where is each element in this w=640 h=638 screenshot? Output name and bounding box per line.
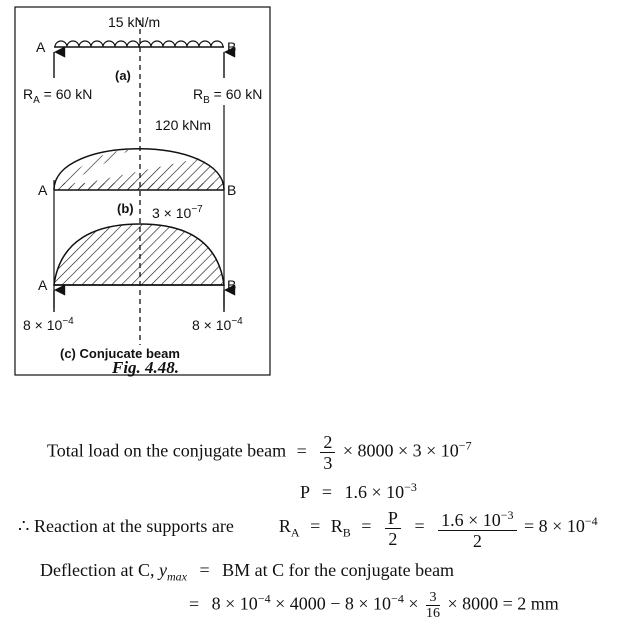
part-b-label: (b)	[117, 201, 134, 216]
eq2-lhs: P	[300, 482, 310, 502]
bm-max-label: 120 kNm	[155, 117, 211, 133]
conjugate-load-curve	[53, 223, 225, 286]
eq2-equals: =	[321, 482, 332, 502]
eq2-exp: −3	[404, 480, 417, 494]
load-label: 15 kN/m	[108, 14, 160, 30]
udl-load	[54, 40, 224, 48]
equation-deflection: Deflection at C, ymax = BM at C for the …	[40, 560, 455, 584]
label-b-mid: B	[227, 182, 236, 198]
label-a-mid: A	[38, 182, 48, 198]
eq4-rhs: BM at C for the conjugate beam	[222, 560, 455, 580]
eq1-equals: =	[296, 440, 307, 461]
right-reaction-label: 8 × 10−4	[192, 316, 243, 333]
equation-p: P = 1.6 × 10−3	[300, 480, 417, 503]
eq3-rb: R	[330, 516, 343, 537]
label-a-top: A	[36, 39, 46, 55]
label-b-top: B	[227, 39, 236, 55]
eq3-text: Reaction at the supports are	[33, 516, 234, 537]
eq3-ra: R	[278, 516, 291, 537]
eq5-result: × 8000 = 2 mm	[447, 593, 559, 614]
bm-hatch-area	[54, 150, 224, 190]
mei-max-label: 3 × 10−7	[152, 204, 203, 221]
eq1-lhs: Total load on the conjugate beam	[47, 440, 287, 461]
figure-frame	[14, 6, 271, 376]
equation-reactions: ∴ Reaction at the supports are RA = RB =…	[18, 505, 598, 552]
eq1-rest: × 8000 × 3 × 10	[342, 440, 459, 461]
eq4-lhs: Deflection at C,	[40, 560, 155, 580]
label-b-bot: B	[227, 277, 236, 293]
rb-label: RB = 60 kN	[193, 86, 262, 106]
bm-base-hatch	[54, 183, 224, 190]
eq1-exp: −7	[458, 438, 472, 453]
eq2-value: 1.6 × 10	[344, 482, 405, 502]
figure-caption: Fig. 4.48.	[112, 358, 180, 377]
eq3-result: = 8 × 10	[524, 516, 585, 537]
eq4-y: y	[158, 560, 167, 580]
left-reaction-label: 8 × 10−4	[23, 316, 74, 333]
part-c-label: (c) Conjucate beam	[60, 346, 180, 361]
ra-label: RA = 60 kN	[23, 86, 92, 106]
label-a-bot: A	[38, 277, 48, 293]
part-a-label: (a)	[115, 68, 131, 83]
beam-figure: 15 kN/m A B (a) RA = 60 kN RB = 60 kN 12…	[14, 6, 271, 376]
therefore-symbol: ∴	[18, 516, 30, 537]
